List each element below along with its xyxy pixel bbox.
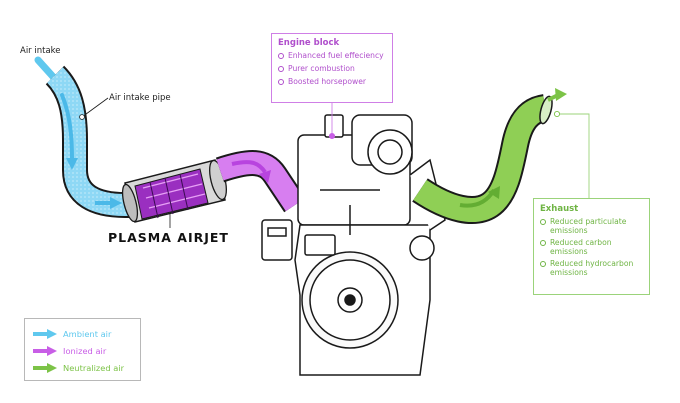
- exhaust-pipe: [412, 88, 567, 224]
- legend-label: Ionized air: [63, 345, 107, 356]
- arrow-right-icon: [33, 328, 57, 339]
- legend-item-neutralized: Neutralized air: [33, 359, 132, 376]
- arrow-right-icon: [33, 345, 57, 356]
- legend-label: Neutralized air: [63, 362, 125, 373]
- legend-label: Ambient air: [63, 328, 112, 339]
- legend-item-ionized: Ionized air: [33, 342, 132, 359]
- legend-item-ambient: Ambient air: [33, 325, 132, 342]
- air-intake-pipe-label: Air intake pipe: [109, 93, 171, 103]
- engine-block-item: Purer combustion: [278, 64, 386, 74]
- engine-block-item: Boosted horsepower: [278, 77, 386, 87]
- engine-block-callout: Engine block Enhanced fuel effeciency Pu…: [271, 33, 393, 103]
- engine-block-title: Engine block: [278, 38, 340, 48]
- exhaust-item: Reduced carbon emissions: [540, 238, 643, 256]
- plasma-airjet-device: [121, 159, 227, 223]
- engine-block-item: Enhanced fuel effeciency: [278, 51, 386, 61]
- engine-block: [261, 114, 446, 376]
- air-intake-label: Air intake: [20, 46, 61, 56]
- exhaust-title: Exhaust: [540, 204, 579, 214]
- callout-leaders: [328, 103, 590, 198]
- legend: Ambient air Ionized air Neutralized air: [24, 318, 141, 381]
- exhaust-callout: Exhaust Reduced particulate emissions Re…: [533, 198, 650, 295]
- air-intake-pipe: [45, 65, 140, 218]
- plasma-airjet-label: PLASMA AIRJET: [108, 230, 229, 245]
- ionized-air-pipe: [215, 150, 306, 213]
- exhaust-item: Reduced particulate emissions: [540, 217, 643, 235]
- exhaust-item: Reduced hydrocarbon emissions: [540, 259, 643, 277]
- arrow-right-icon: [33, 362, 57, 373]
